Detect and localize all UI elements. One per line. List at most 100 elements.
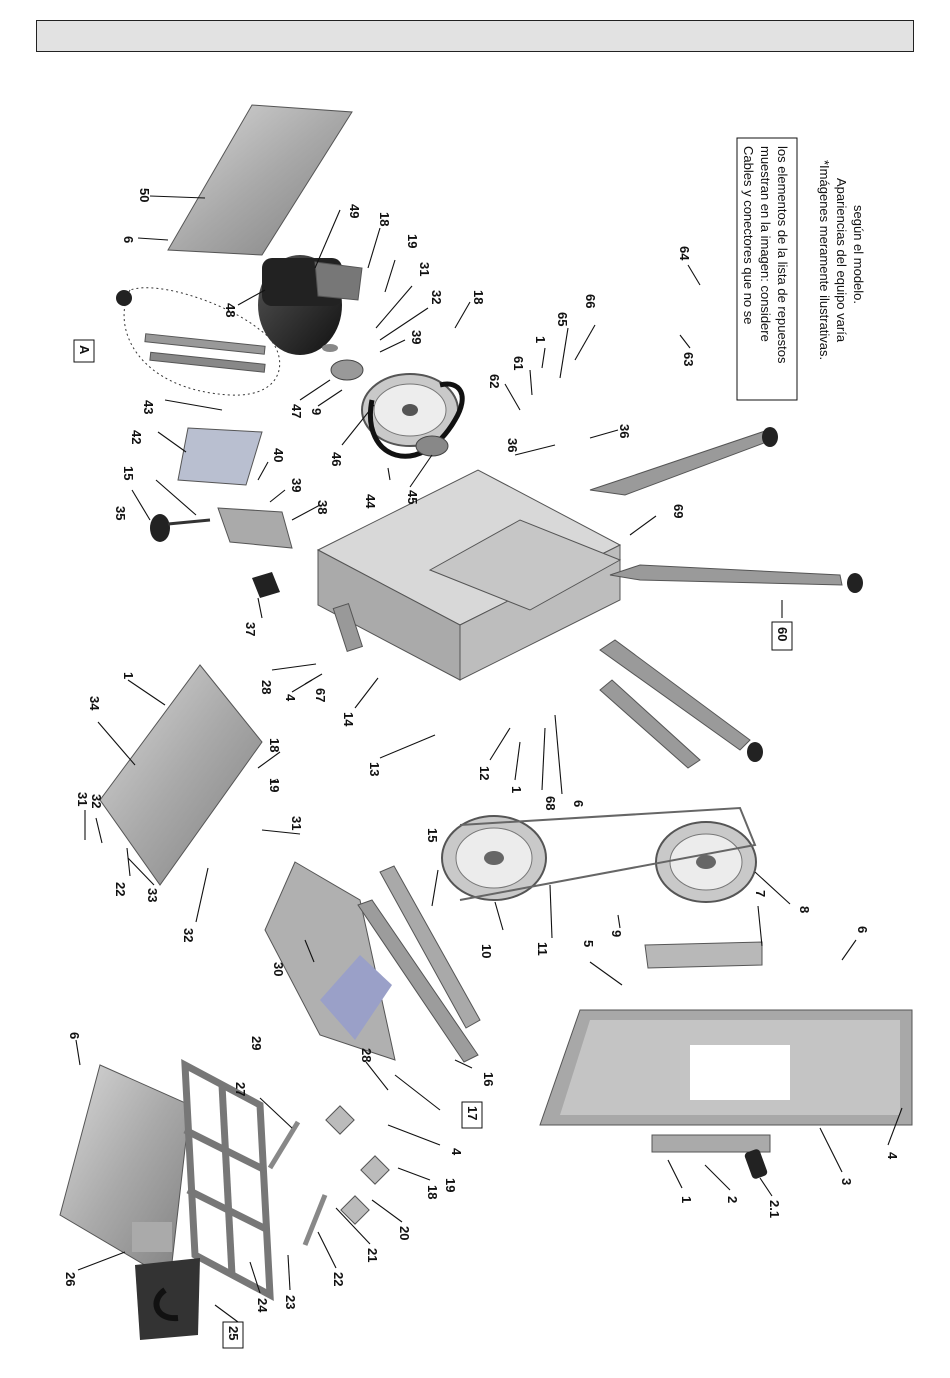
callout: 10 [479, 944, 494, 958]
part-main-frame [316, 427, 863, 769]
part-upper-wheel [361, 373, 459, 447]
callout: 13 [367, 762, 382, 776]
callout: 63 [681, 352, 696, 366]
part-small-pulley [415, 435, 449, 457]
part-guard-bracket [177, 427, 263, 486]
callout: 15 [425, 828, 440, 842]
part-cutout-handle [153, 1287, 179, 1322]
callout-box [461, 1101, 483, 1129]
callout-box [771, 621, 793, 651]
callout: 68 [543, 796, 558, 810]
note-line: los elementos de la lista de repuestos [775, 146, 790, 364]
callout: 15 [121, 466, 136, 480]
callout: 19 [267, 778, 282, 792]
part-front-door [539, 1009, 913, 1126]
callout: 36 [505, 438, 520, 452]
callout: 21 [365, 1248, 380, 1262]
part-plate-b [360, 1155, 390, 1185]
callout: 18 [267, 738, 282, 752]
callout: 65 [555, 312, 570, 326]
callout: 9 [309, 408, 324, 415]
callout: 45 [405, 490, 420, 504]
callout: 60 [775, 627, 790, 641]
part-detail-knob [116, 290, 132, 306]
callout: 31 [75, 792, 90, 806]
callout: 14 [341, 712, 356, 727]
callout: 24 [255, 1298, 270, 1313]
callout: 40 [271, 448, 286, 462]
part-plate-c [340, 1195, 370, 1225]
part-side-panel-window [320, 955, 392, 1040]
callout: 67 [313, 688, 328, 702]
callout: 9 [609, 930, 624, 937]
callout: 32 [429, 290, 444, 304]
callout: 66 [583, 294, 598, 308]
part-detail-rail-b [149, 351, 266, 373]
note-line: Apariencias del equipo varía [834, 178, 849, 343]
callout: 22 [113, 882, 128, 896]
part-motor-pulley [330, 359, 364, 381]
part-frame-grid [181, 1058, 274, 1302]
part-motor [258, 255, 363, 355]
callout: 50 [137, 188, 152, 202]
callout: 28 [359, 1048, 374, 1062]
callout: 43 [141, 400, 156, 414]
callout-box [222, 1321, 244, 1349]
callout: 64 [677, 246, 692, 261]
part-switch-block [252, 572, 280, 598]
callout: 28 [259, 680, 274, 694]
callout: 38 [315, 500, 330, 514]
part-handle-knob [150, 514, 211, 542]
callout: 4 [283, 694, 298, 702]
callout: A [77, 345, 92, 355]
callout: 6 [571, 800, 586, 807]
callout: 39 [409, 330, 424, 344]
callout: 33 [145, 888, 160, 902]
callout: 3 [839, 1178, 854, 1185]
callout: 12 [477, 766, 492, 780]
part-cutout-box [135, 1258, 200, 1340]
callout: 4 [449, 1148, 464, 1156]
callout: 62 [487, 374, 502, 388]
callout: 7 [753, 890, 768, 897]
part-rail-upper [357, 899, 479, 1063]
part-table-top [99, 664, 263, 886]
callout: 39 [289, 478, 304, 492]
part-bar-27 [267, 1120, 301, 1170]
callout-box [73, 339, 95, 363]
callout: 29 [249, 1036, 264, 1050]
callout: 30 [271, 962, 286, 976]
callout: 49 [347, 204, 362, 218]
callout: 47 [289, 404, 304, 418]
callout: 19 [443, 1178, 458, 1192]
leader-lines [75, 195, 903, 1323]
callout: 69 [671, 504, 686, 518]
header-bar [36, 20, 914, 52]
callout: 26 [63, 1272, 78, 1286]
part-rear-panel [167, 104, 353, 256]
callout: 23 [283, 1295, 298, 1309]
callout: 18 [425, 1185, 440, 1199]
callout: 18 [377, 212, 392, 226]
callout: 32 [89, 794, 104, 808]
part-left-inset [132, 1222, 172, 1252]
callout: 1 [121, 672, 136, 679]
part-door-handle-bar [651, 1134, 771, 1153]
callout: 8 [797, 906, 812, 913]
callout: 37 [243, 622, 258, 636]
callout: 22 [331, 1272, 346, 1286]
part-lower-wheels [441, 806, 757, 903]
part-blade-guide [217, 507, 293, 549]
callout: 1 [509, 786, 524, 793]
callout: 2 [725, 1196, 740, 1203]
callout: 5 [581, 940, 596, 947]
callout: 6 [121, 236, 136, 243]
note-line: según el modelo. [851, 205, 866, 304]
part-drive-belt [367, 381, 465, 459]
callout: 16 [481, 1072, 496, 1086]
callout: 31 [417, 262, 432, 276]
callout: 46 [329, 452, 344, 466]
callout: 18 [471, 290, 486, 304]
note-line: *Imágenes meramente ilustrativas. [817, 160, 832, 360]
